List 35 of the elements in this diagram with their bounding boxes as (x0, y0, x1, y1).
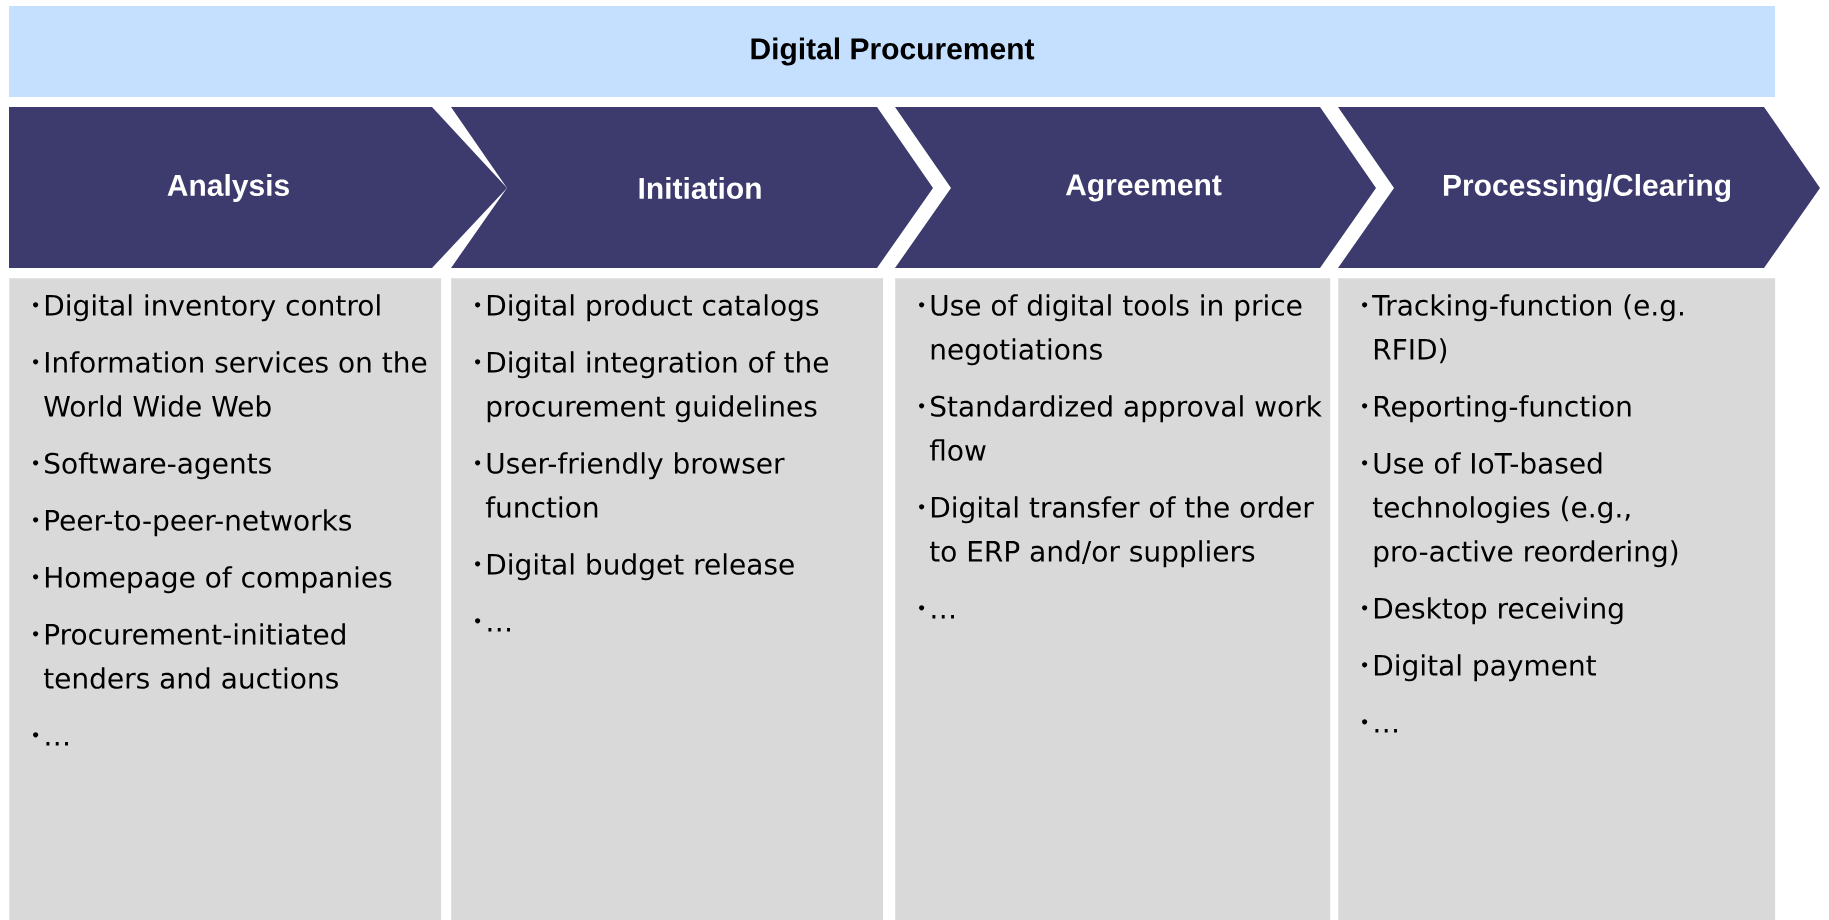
node-label: Initiation (639, 176, 761, 200)
bullet-item: Digital inventory control (33, 294, 380, 322)
bullet-item: … (475, 618, 510, 632)
bullet-item: Tracking-function (e.g. RFID) (1362, 294, 1683, 364)
bullet-item: … (1362, 719, 1397, 733)
bullet-item: … (33, 732, 68, 746)
bullet-item: Use of IoT-based technologies (e.g., pro-active reordering) (1362, 452, 1678, 568)
bullet-item: Procurement-initiated tenders and auctions (33, 623, 345, 689)
process-step: Agreement (895, 107, 1376, 268)
node-label: Agreement (1065, 174, 1222, 202)
bullet-item: Homepage of companies (33, 566, 392, 594)
column-box (9, 278, 442, 920)
bullet-item: Digital product catalogs (475, 294, 819, 322)
bullet-item: Information services on the World Wide Web (33, 351, 427, 417)
column-box (895, 278, 1331, 920)
process-step: Analysis (9, 107, 507, 268)
bullet-item: Digital payment (1362, 654, 1596, 682)
bullet-item: Digital transfer of the order to ERP and/or suppliers (919, 496, 1314, 568)
title-band: Digital Procurement (9, 6, 1775, 97)
bullet-item: Reporting-function (1362, 395, 1631, 423)
bullet-item: Standardized approval work flow (919, 395, 1322, 461)
bullet-item: Peer-to-peer-networks (33, 509, 352, 537)
process-step: Processing/Clearing (1338, 107, 1820, 268)
column-box (451, 278, 884, 920)
bullet-item: Use of digital tools in price negotiations (919, 294, 1302, 366)
bullet-item: … (919, 605, 954, 619)
bullet-item: Software-agents (33, 452, 271, 480)
node-label: Processing/Clearing (1443, 173, 1731, 203)
column-box (1338, 278, 1776, 920)
process-step: Initiation (451, 107, 933, 268)
bullet-item: Digital integration of the procurement guidelines (475, 351, 828, 423)
node-label: Analysis (167, 174, 289, 202)
bullet-item: Digital budget release (475, 553, 794, 581)
bullet-item: Desktop receiving (1362, 597, 1623, 625)
bullet-item: User-friendly browser function (475, 452, 785, 518)
